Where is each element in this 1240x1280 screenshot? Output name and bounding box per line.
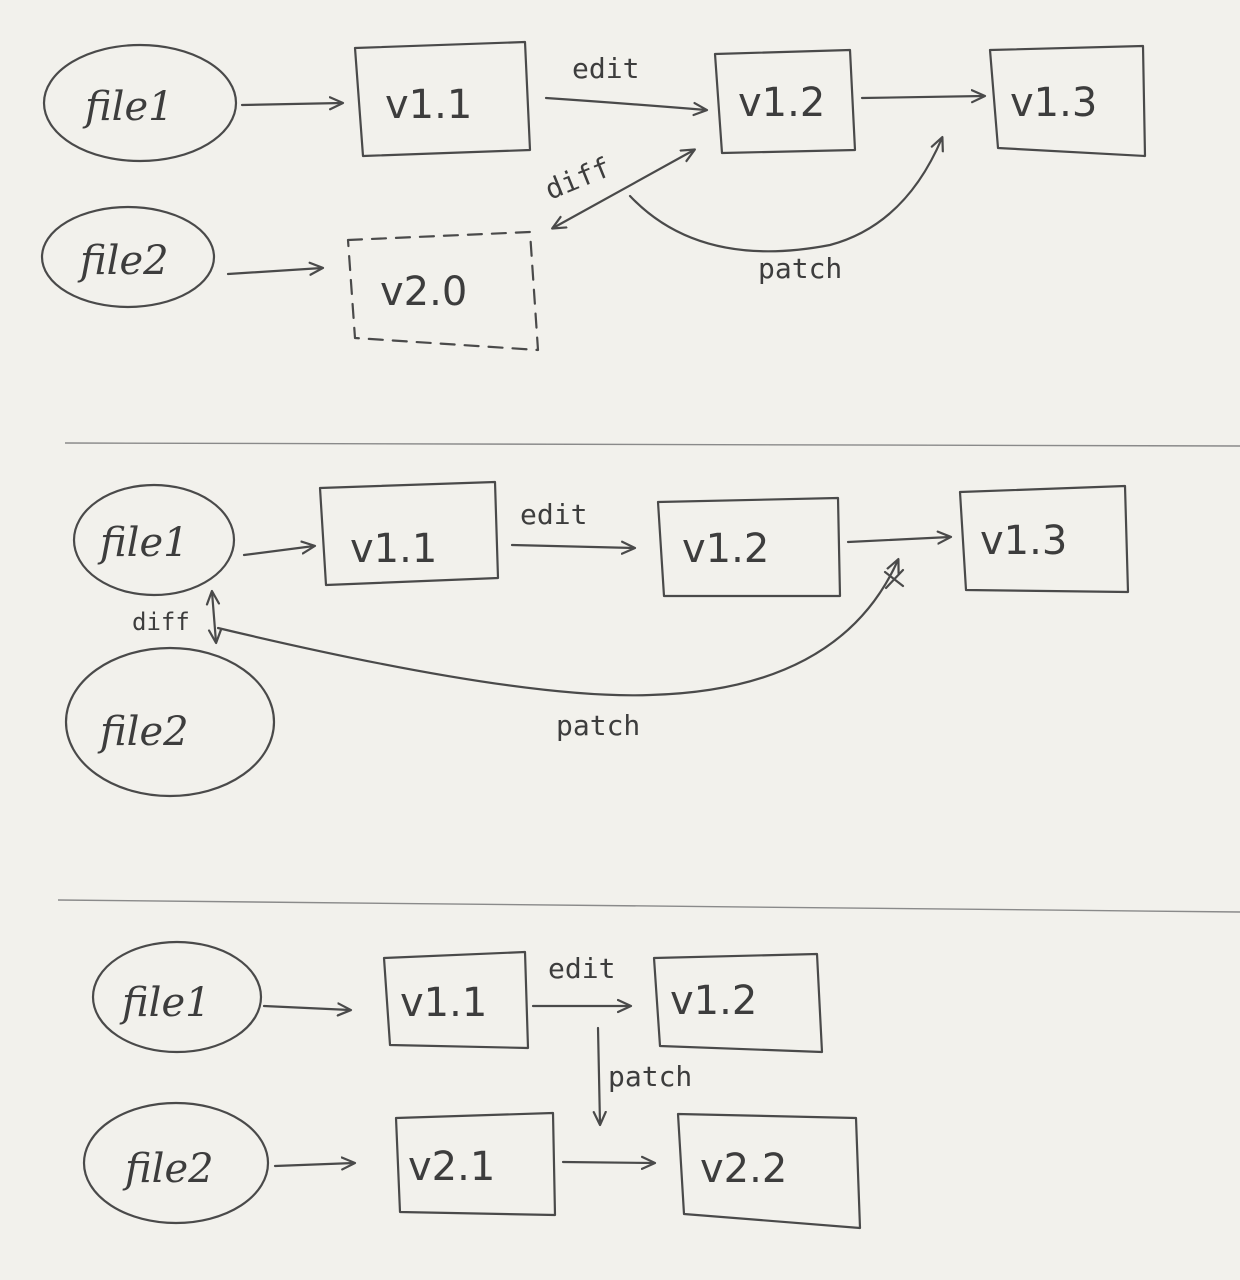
version-label: v1.1 (400, 980, 487, 1026)
arrow-file2-to-v2.1 (273, 1163, 354, 1166)
file1-node: file1 (91, 940, 263, 1054)
edge-label-diff: diff (132, 608, 190, 636)
separator-line (64, 442, 1240, 447)
edge-label-patch: patch (758, 252, 842, 285)
arrow-v1.2-to-v1.3 (846, 537, 950, 542)
edge-label-patch: patch (608, 1060, 692, 1093)
version-box-v1.1: v1.1 (382, 950, 530, 1050)
edge-label-diff: diff (540, 151, 615, 207)
version-label: v2.0 (380, 269, 467, 315)
arrow-diff-file1-file2 (212, 592, 216, 642)
arrow-file1-to-v1.1 (240, 103, 342, 105)
version-box-v1.2: v1.2 (713, 48, 857, 155)
arrow-file2-to-v2.0 (226, 268, 322, 274)
file1-node: file1 (72, 483, 236, 597)
version-label: v2.2 (700, 1146, 787, 1192)
version-label: v1.2 (682, 526, 769, 572)
arrow-file1-to-v1.1 (242, 546, 314, 557)
edge-label-edit: edit (520, 498, 587, 531)
file2-label: file2 (77, 238, 169, 284)
version-box-v1.1: v1.1 (318, 480, 500, 587)
version-label: v1.3 (1010, 80, 1097, 126)
arrow-v1.2-to-v1.3 (860, 96, 984, 98)
file2-node: file2 (40, 205, 216, 309)
file1-node: file1 (42, 43, 238, 163)
edge-label-edit: edit (572, 52, 639, 85)
file2-node: file2 (82, 1101, 270, 1225)
arrow-diff-v1.2-v2.0 (553, 150, 694, 228)
version-box-v2.0-dashed: v2.0 (346, 230, 540, 352)
file2-node: file2 (64, 646, 276, 798)
file1-label: file1 (97, 520, 189, 566)
panel-1: file1 file2 v1.1 v1.2 v1.3 v2.0 (40, 40, 1147, 352)
arrow-patch-down (598, 1026, 600, 1124)
version-label: v2.1 (408, 1144, 495, 1190)
version-box-v1.1: v1.1 (353, 40, 532, 158)
separator-line (57, 899, 1240, 913)
panel-2: file1 file2 v1.1 v1.2 v1.3 edit diff pat… (64, 480, 1130, 798)
arrow-v1.1-to-v1.2 (544, 96, 706, 110)
arrow-v1.1-to-v1.2 (510, 545, 634, 548)
version-box-v2.2: v2.2 (676, 1112, 862, 1230)
version-box-v2.1: v2.1 (394, 1111, 557, 1217)
file2-label: file2 (97, 709, 189, 755)
version-box-v1.3: v1.3 (988, 44, 1147, 158)
arrow-patch-to-v1.3 (628, 138, 942, 253)
version-box-v1.2: v1.2 (656, 496, 842, 598)
version-box-v1.3: v1.3 (958, 484, 1130, 594)
version-label: v1.3 (980, 518, 1067, 564)
patch-target-mark (883, 568, 905, 590)
panel-3: file1 file2 v1.1 v1.2 v2.1 v2.2 edit pat… (82, 940, 862, 1230)
arrow-v2.1-to-v2.2 (561, 1162, 654, 1163)
edge-label-edit: edit (548, 952, 615, 985)
version-box-v1.2: v1.2 (652, 952, 824, 1054)
file1-label: file1 (119, 980, 211, 1026)
file1-label: file1 (82, 84, 174, 130)
version-label: v1.1 (385, 82, 472, 128)
file2-label: file2 (122, 1146, 214, 1192)
version-label: v1.2 (670, 978, 757, 1024)
version-label: v1.2 (738, 80, 825, 126)
edge-label-patch: patch (556, 709, 640, 742)
arrow-patch-to-v1.3 (216, 560, 898, 697)
arrow-file1-to-v1.1 (262, 1006, 350, 1010)
version-label: v1.1 (350, 526, 437, 572)
